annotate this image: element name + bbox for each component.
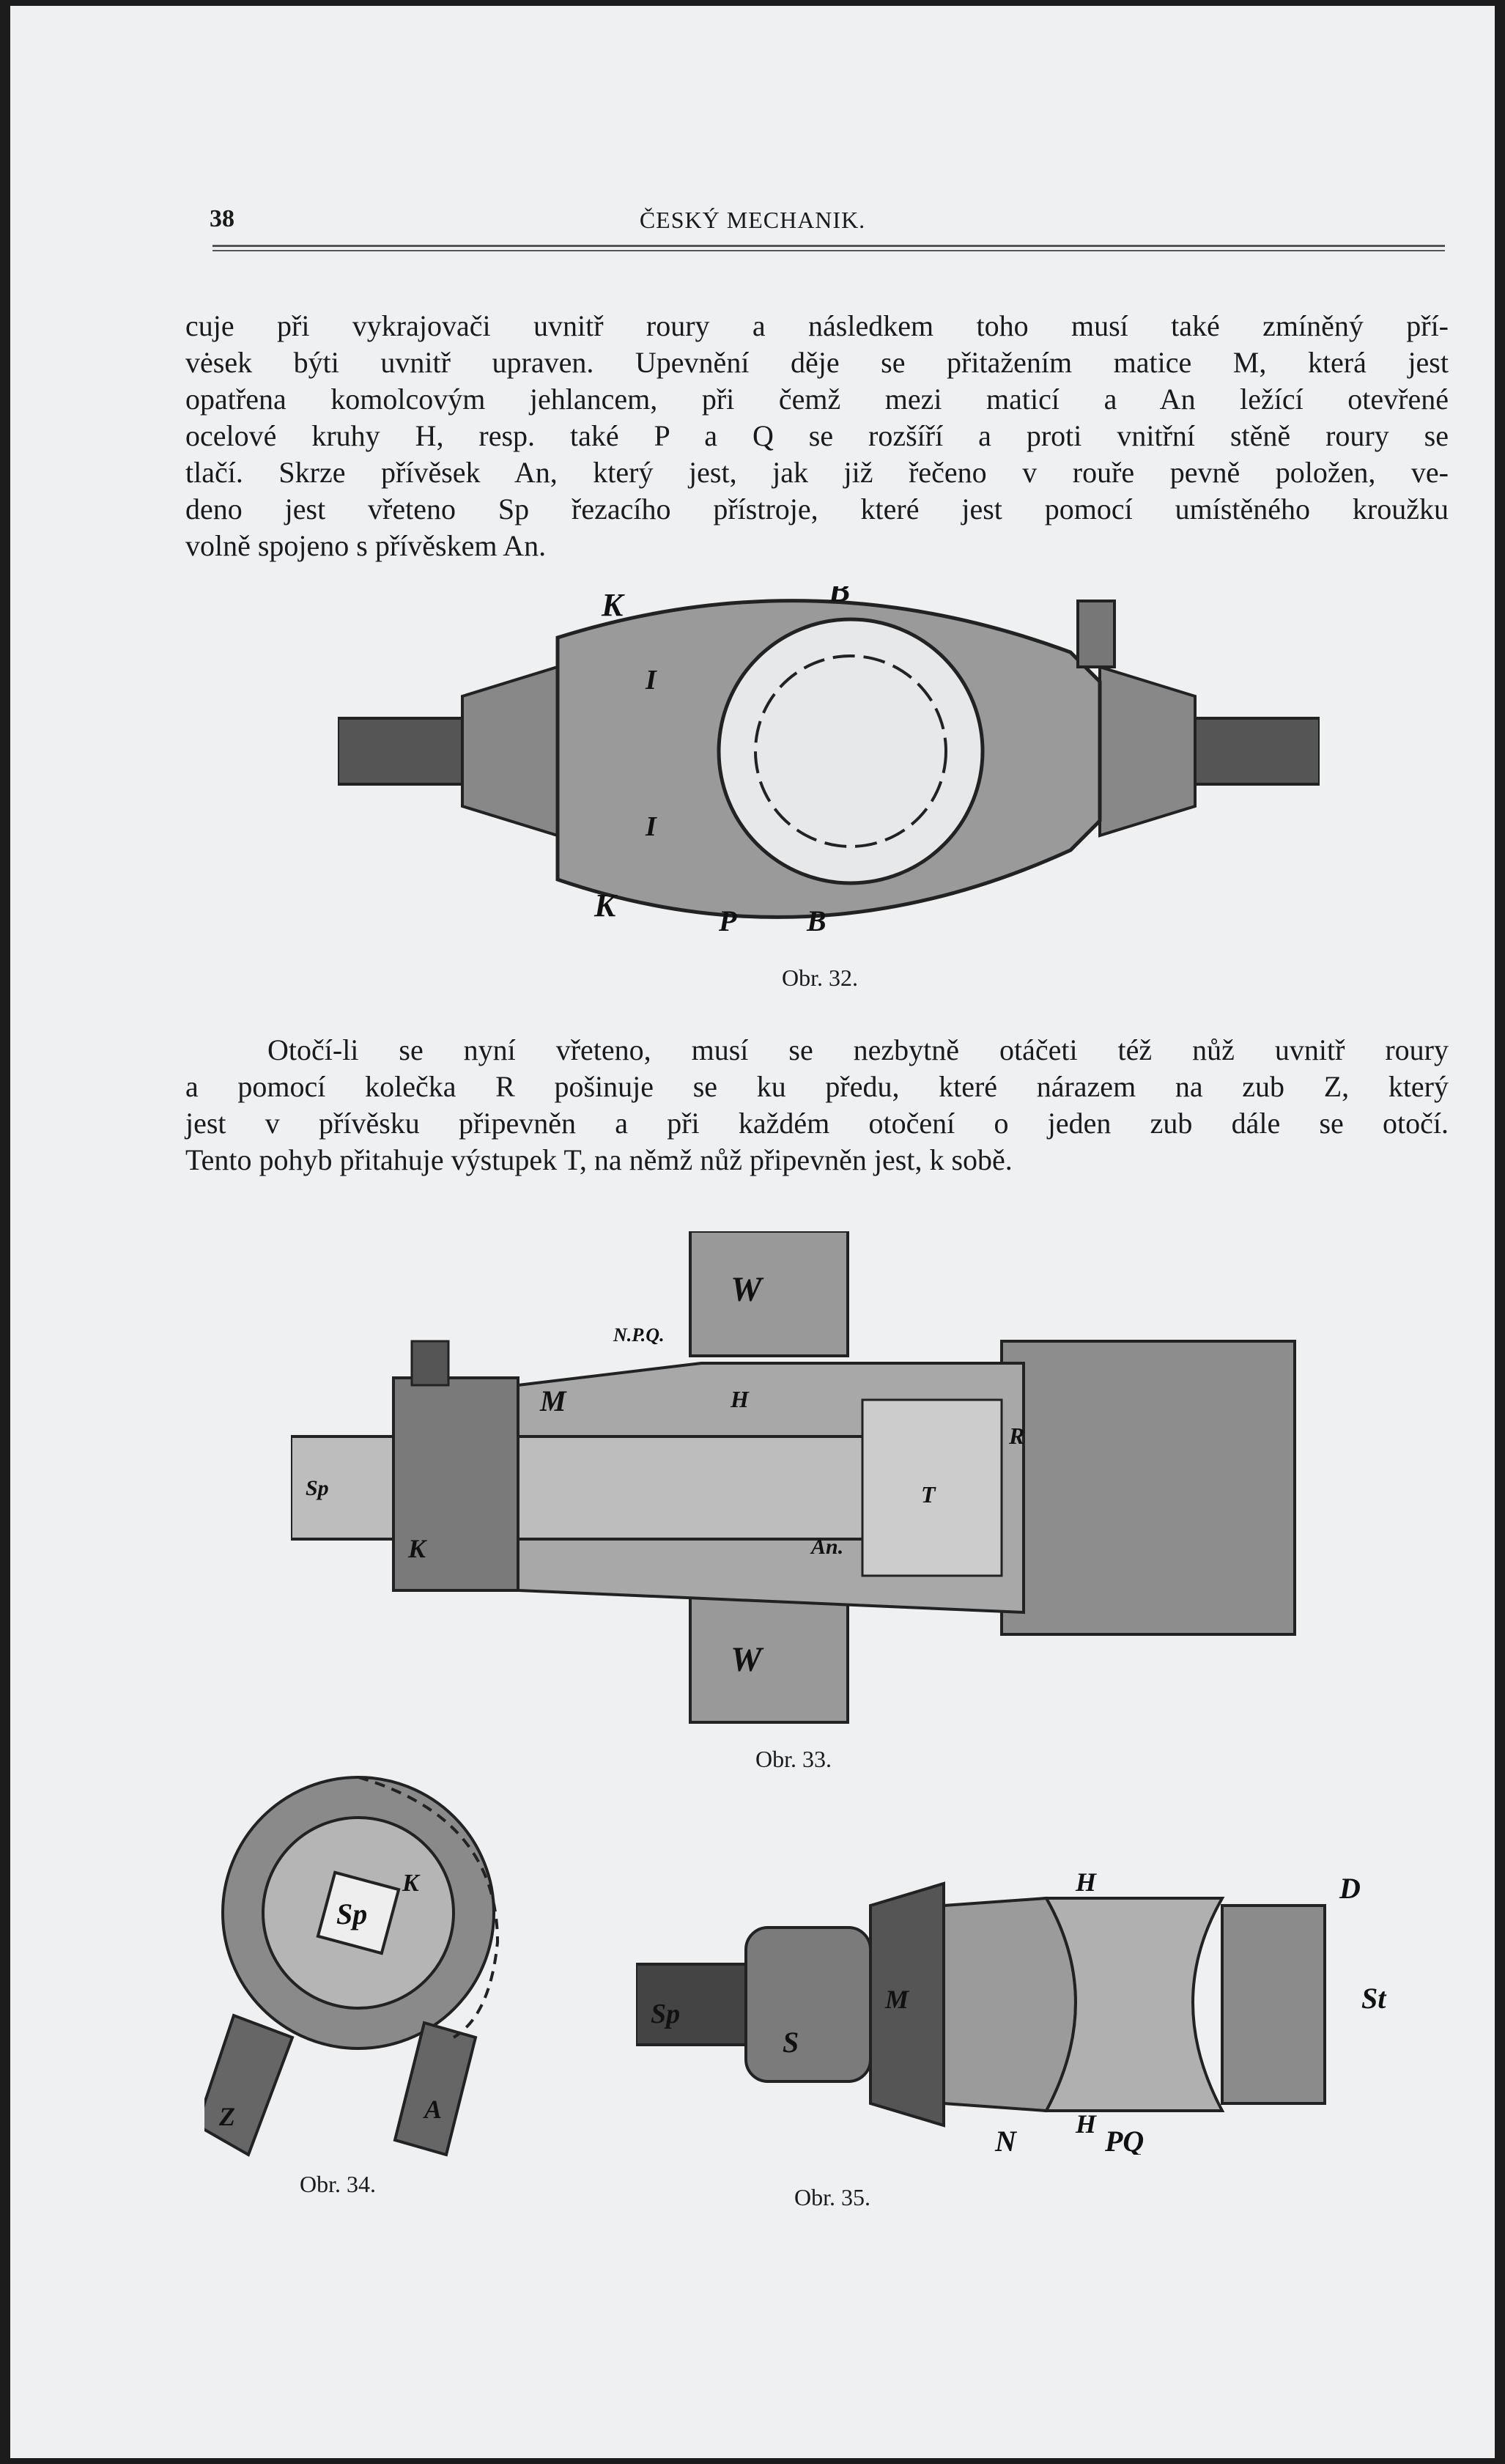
figure-label: H bbox=[1075, 1867, 1097, 1897]
figure-label: I bbox=[645, 811, 657, 842]
figure-label: I bbox=[645, 665, 657, 696]
text-line: volně spojeno s přívěskem An. bbox=[185, 529, 547, 562]
figure-label: K bbox=[407, 1534, 428, 1563]
text-line: Otočí-li se nyní vřeteno, musí se nezbyt… bbox=[267, 1033, 1449, 1066]
figure-label: R bbox=[1008, 1423, 1024, 1449]
figure-label: Sp bbox=[336, 1897, 367, 1930]
figure-label: W bbox=[731, 1640, 764, 1679]
figure-label: Sp bbox=[651, 1999, 680, 2029]
figure-label: H bbox=[1075, 2109, 1097, 2139]
figure-label: D bbox=[1339, 1872, 1361, 1905]
paragraph-1: cuje při vykrajovači uvnitř roury a násl… bbox=[185, 308, 1449, 564]
text-line: tlačí. Skrze přívěsek An, který jest, ja… bbox=[185, 456, 1449, 489]
text-line: vėsek býti uvnitř upraven. Upevnění děje… bbox=[185, 346, 1449, 379]
text-line: cuje při vykrajovači uvnitř roury a násl… bbox=[185, 309, 1449, 342]
figure-label: K bbox=[594, 888, 618, 923]
figure-label: Z bbox=[218, 2102, 235, 2131]
text-line: a pomocí kolečka R pošinuje se ku předu,… bbox=[185, 1070, 1449, 1103]
figure-label: B bbox=[828, 586, 850, 608]
text-line: deno jest vřeteno Sp řezacího přístroje,… bbox=[185, 493, 1449, 525]
header-rule bbox=[212, 245, 1445, 247]
figure-label: N bbox=[994, 2125, 1018, 2155]
figure-label: W bbox=[731, 1270, 764, 1309]
figure-label: S bbox=[783, 2026, 799, 2059]
figure-label: N.P.Q. bbox=[613, 1324, 665, 1346]
figure-label: Sp bbox=[306, 1476, 329, 1500]
paragraph-2: Otočí-li se nyní vřeteno, musí se nezbyt… bbox=[185, 1032, 1449, 1178]
figure-label: M bbox=[539, 1384, 567, 1417]
figure-label: K bbox=[402, 1870, 421, 1897]
figure-32-illustration: K B I I K P B bbox=[338, 586, 1320, 937]
header-rule bbox=[212, 250, 1445, 251]
page-number: 38 bbox=[210, 205, 234, 232]
text-line: jest v přívěsku připevněn a při každém o… bbox=[185, 1107, 1449, 1140]
figure-label: H bbox=[730, 1386, 750, 1412]
figure-label: St bbox=[1361, 1982, 1387, 2015]
text-line: opatřena komolcovým jehlancem, při čemž … bbox=[185, 383, 1449, 416]
running-title: ČESKÝ MECHANIK. bbox=[639, 207, 866, 233]
figure-33-caption: Obr. 33. bbox=[755, 1746, 832, 1772]
figure-label: An. bbox=[810, 1535, 843, 1559]
figure-34-illustration: Sp K Z A bbox=[204, 1776, 500, 2157]
text-line: Tento pohyb přitahuje výstupek T, na něm… bbox=[185, 1143, 1013, 1176]
figure-label: K bbox=[601, 587, 625, 623]
figure-label: B bbox=[806, 904, 827, 937]
figure-35-illustration: H D St Sp S M H N PQ bbox=[636, 1867, 1387, 2155]
figure-label: PQ bbox=[1104, 2125, 1144, 2155]
figure-33-illustration: W N.P.Q. M H Sp K An. R T W bbox=[291, 1231, 1296, 1724]
figure-35-caption: Obr. 35. bbox=[794, 2184, 870, 2210]
figure-34-caption: Obr. 34. bbox=[300, 2171, 376, 2197]
figure-label: T bbox=[921, 1481, 936, 1508]
figure-label: P bbox=[718, 904, 737, 937]
figure-label: A bbox=[423, 2095, 442, 2124]
figure-32-caption: Obr. 32. bbox=[782, 964, 858, 991]
figure-label: M bbox=[884, 1985, 910, 2014]
text-line: ocelové kruhy H, resp. také P a Q se roz… bbox=[185, 419, 1449, 452]
